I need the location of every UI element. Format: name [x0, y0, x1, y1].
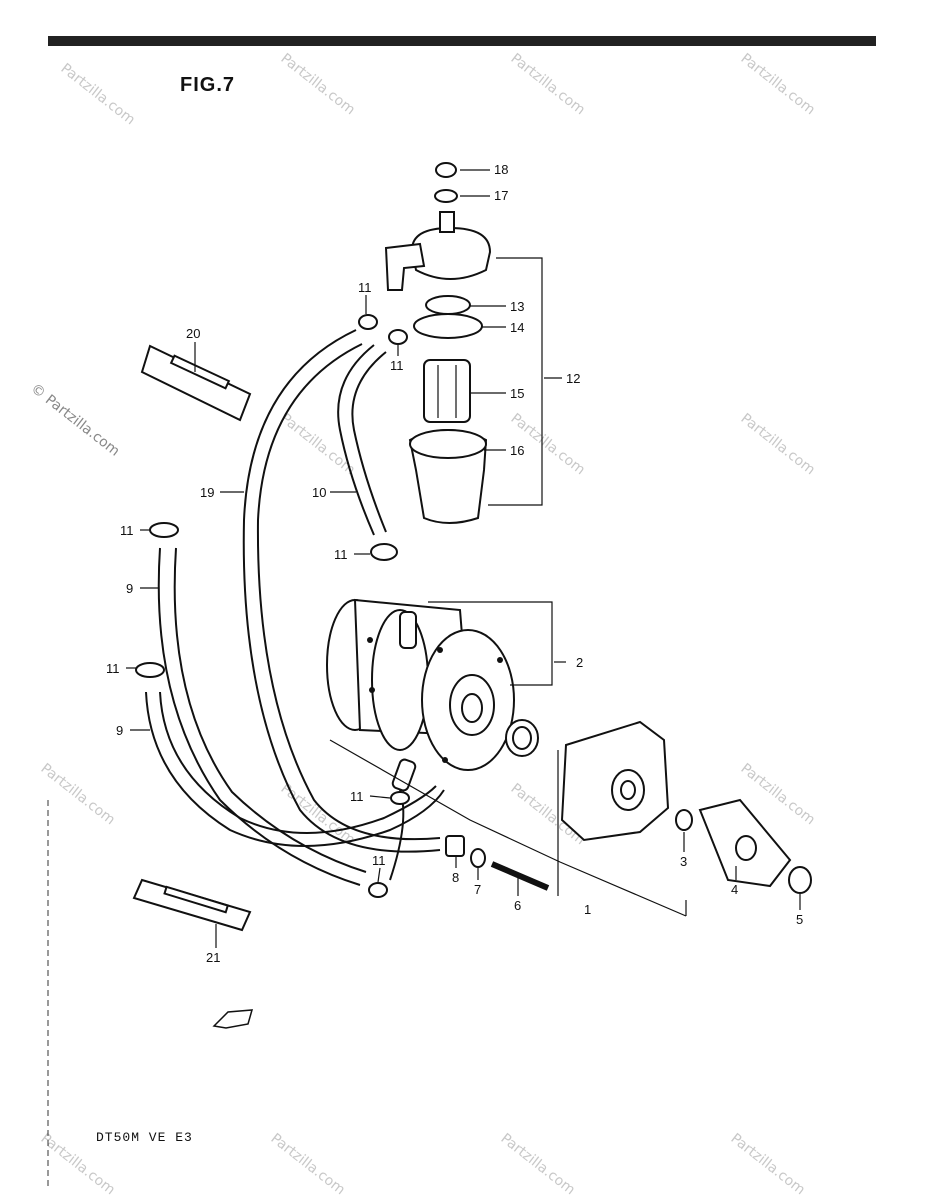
part-17-washer [434, 189, 458, 203]
filter-head-stem [439, 211, 455, 233]
part-5-o-ring [788, 866, 812, 894]
watermark: Partzilla.com [38, 761, 118, 829]
part-10-hose [337, 344, 375, 536]
label-11: 11 [334, 547, 348, 562]
part-11-clip [368, 882, 388, 898]
label-18: 18 [494, 162, 508, 177]
part-19-hose [242, 329, 441, 853]
hoses [145, 329, 445, 886]
label-11: 11 [120, 523, 134, 538]
label-16: 16 [510, 443, 524, 458]
bracket-2 [428, 601, 553, 686]
label-15: 15 [510, 386, 524, 401]
pump-spring-inner [512, 726, 532, 750]
label-11: 11 [358, 280, 372, 295]
part-14-seal [413, 313, 483, 339]
label-8: 8 [452, 870, 459, 885]
label-3: 3 [680, 854, 687, 869]
filter-head-elbow [384, 242, 426, 291]
watermark: Partzilla.com [738, 51, 818, 119]
label-17: 17 [494, 188, 508, 203]
label-2: 2 [576, 655, 583, 670]
pump-hub-inner [461, 693, 483, 723]
part-11-clip [358, 314, 378, 330]
label-9: 9 [116, 723, 123, 738]
part-3-o-ring [675, 809, 693, 831]
front-arrow-icon [212, 1009, 254, 1029]
hose-brackets [132, 344, 252, 932]
bracket-1 [329, 739, 687, 917]
label-1: 1 [584, 902, 591, 917]
cup-rim [409, 429, 487, 459]
watermark: Partzilla.com [268, 1131, 348, 1199]
watermark: Partzilla.com [278, 51, 358, 119]
watermark: Partzilla.com [738, 411, 818, 479]
part-15-element [423, 359, 471, 423]
pump-inlet-fitting [399, 611, 417, 649]
label-4: 4 [731, 882, 738, 897]
part-7-washer [470, 848, 486, 868]
top-border-band [48, 36, 876, 46]
pump-outlet-fitting [391, 758, 417, 792]
part-6-stud [490, 861, 550, 891]
watermark: Partzilla.com [278, 411, 358, 479]
label-21: 21 [206, 950, 220, 965]
label-19: 19 [200, 485, 214, 500]
figure-title: FIG.7 [180, 74, 236, 96]
cover-hub-inner [620, 780, 636, 800]
bracket-12 [488, 257, 543, 506]
part-19-hose-edge [256, 343, 441, 841]
label-11: 11 [350, 789, 364, 804]
part-20-slot [169, 354, 231, 390]
watermark: Partzilla.com [498, 1131, 578, 1199]
hose-clips [135, 314, 410, 898]
watermark-copyright: © Partzilla.com [28, 381, 123, 460]
part-9-hose-upper [157, 547, 361, 886]
label-11: 11 [372, 853, 386, 868]
part-13-gasket [425, 295, 471, 315]
part-18-nut [435, 162, 457, 178]
bolt-hole [369, 687, 375, 693]
part-21-bracket [132, 878, 252, 932]
part-8-nut [445, 835, 465, 857]
part-11-clip [135, 662, 165, 678]
bolt-hole [437, 647, 443, 653]
part-2-pump-body [326, 598, 553, 792]
model-code: DT50M VE E3 [96, 1130, 193, 1145]
watermark: Partzilla.com [508, 51, 588, 119]
fuel-filter-assembly [384, 162, 543, 524]
part-labels: 18 17 13 14 15 16 12 11 11 20 19 10 11 1… [106, 162, 803, 965]
plate-hole [735, 835, 757, 861]
watermark: Partzilla.com [728, 1131, 808, 1199]
part-9-hose-upper-edge [173, 547, 367, 873]
label-9: 9 [126, 581, 133, 596]
label-12: 12 [566, 371, 580, 386]
part-11-clip [149, 522, 179, 538]
part-11-clip [390, 791, 410, 805]
filter-head [410, 226, 492, 280]
label-13: 13 [510, 299, 524, 314]
pump-plate-assembly [329, 720, 812, 917]
label-11: 11 [106, 661, 120, 676]
part-9-hose-lower [145, 691, 445, 847]
label-20: 20 [186, 326, 200, 341]
label-7: 7 [474, 882, 481, 897]
part-21-slot [163, 885, 230, 914]
label-10: 10 [312, 485, 326, 500]
label-5: 5 [796, 912, 803, 927]
label-11: 11 [390, 358, 404, 373]
label-14: 14 [510, 320, 524, 335]
watermark: Partzilla.com [58, 61, 138, 129]
bolt-hole [497, 657, 503, 663]
part-10-hose-edge [351, 351, 387, 533]
label-6: 6 [514, 898, 521, 913]
part-11-clip [388, 329, 408, 345]
bolt-hole [367, 637, 373, 643]
bolt-hole [442, 757, 448, 763]
leader-lines [126, 169, 801, 948]
part-11-clip [370, 543, 398, 561]
part-20-bracket [140, 344, 252, 422]
